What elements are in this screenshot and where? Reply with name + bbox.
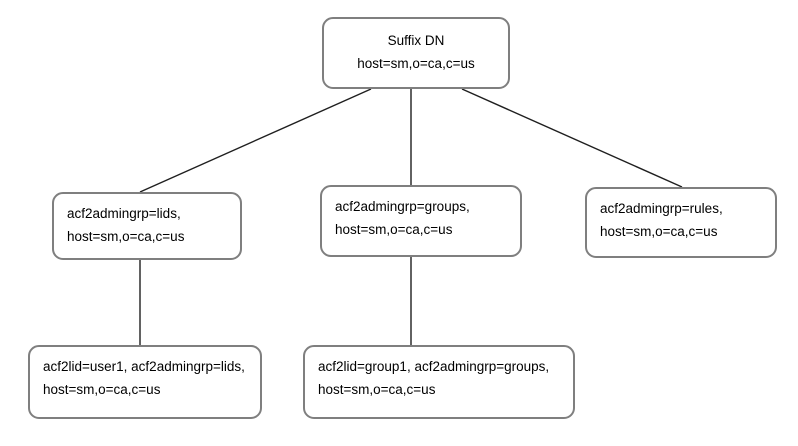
node-lid-group1: acf2lid=group1, acf2admingrp=groups, hos… [303,345,575,419]
node-suffix-dn-title: Suffix DN [387,33,445,48]
node-lid-user1-line1: acf2lid=user1, acf2admingrp=lids, [43,359,245,374]
node-admingrp-rules-line2: host=sm,o=ca,c=us [600,224,718,239]
node-admingrp-rules: acf2admingrp=rules, host=sm,o=ca,c=us [585,187,777,258]
node-lid-user1-line2: host=sm,o=ca,c=us [43,382,161,397]
node-lid-group1-line1: acf2lid=group1, acf2admingrp=groups, [318,359,550,374]
connector-root-rules [461,88,683,188]
node-lid-user1: acf2lid=user1, acf2admingrp=lids, host=s… [28,345,262,419]
node-admingrp-lids-line1: acf2admingrp=lids, [67,206,181,221]
node-suffix-dn: Suffix DN host=sm,o=ca,c=us [322,17,510,89]
node-admingrp-groups-line1: acf2admingrp=groups, [335,199,470,214]
connector-root-lids [139,88,372,193]
node-admingrp-rules-line1: acf2admingrp=rules, [600,201,723,216]
node-admingrp-groups: acf2admingrp=groups, host=sm,o=ca,c=us [320,185,522,257]
node-admingrp-groups-line2: host=sm,o=ca,c=us [335,222,453,237]
node-admingrp-lids-line2: host=sm,o=ca,c=us [67,229,185,244]
node-suffix-dn-value: host=sm,o=ca,c=us [357,56,475,71]
node-admingrp-lids: acf2admingrp=lids, host=sm,o=ca,c=us [52,192,242,260]
node-lid-group1-line2: host=sm,o=ca,c=us [318,382,436,397]
